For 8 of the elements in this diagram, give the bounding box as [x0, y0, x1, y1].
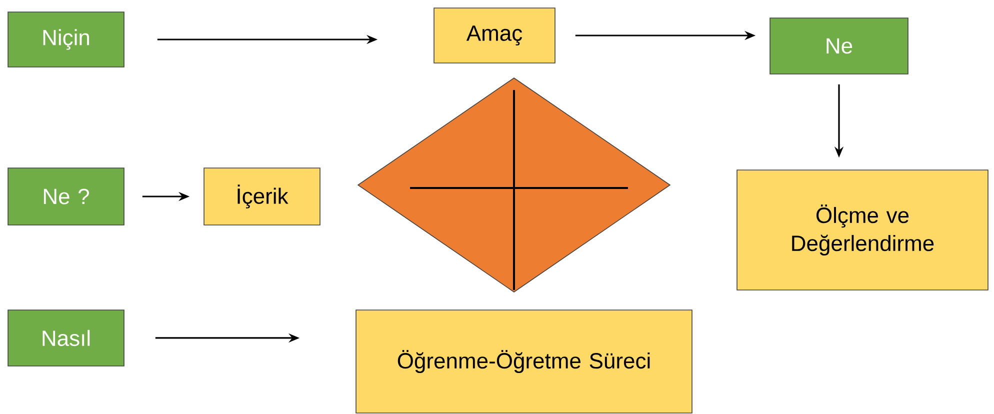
question-box: Nasıl: [8, 310, 124, 366]
element-box: Öğrenme-Öğretme Süreci: [356, 310, 692, 414]
question-box: Niçin: [8, 12, 124, 68]
question-box: Ne ?: [8, 168, 124, 226]
element-box: Amaç: [434, 8, 556, 64]
element-box: Ölçme ve Değerlendirme: [736, 170, 988, 290]
element-box: İçerik: [204, 168, 320, 226]
question-box: Ne: [770, 18, 908, 74]
